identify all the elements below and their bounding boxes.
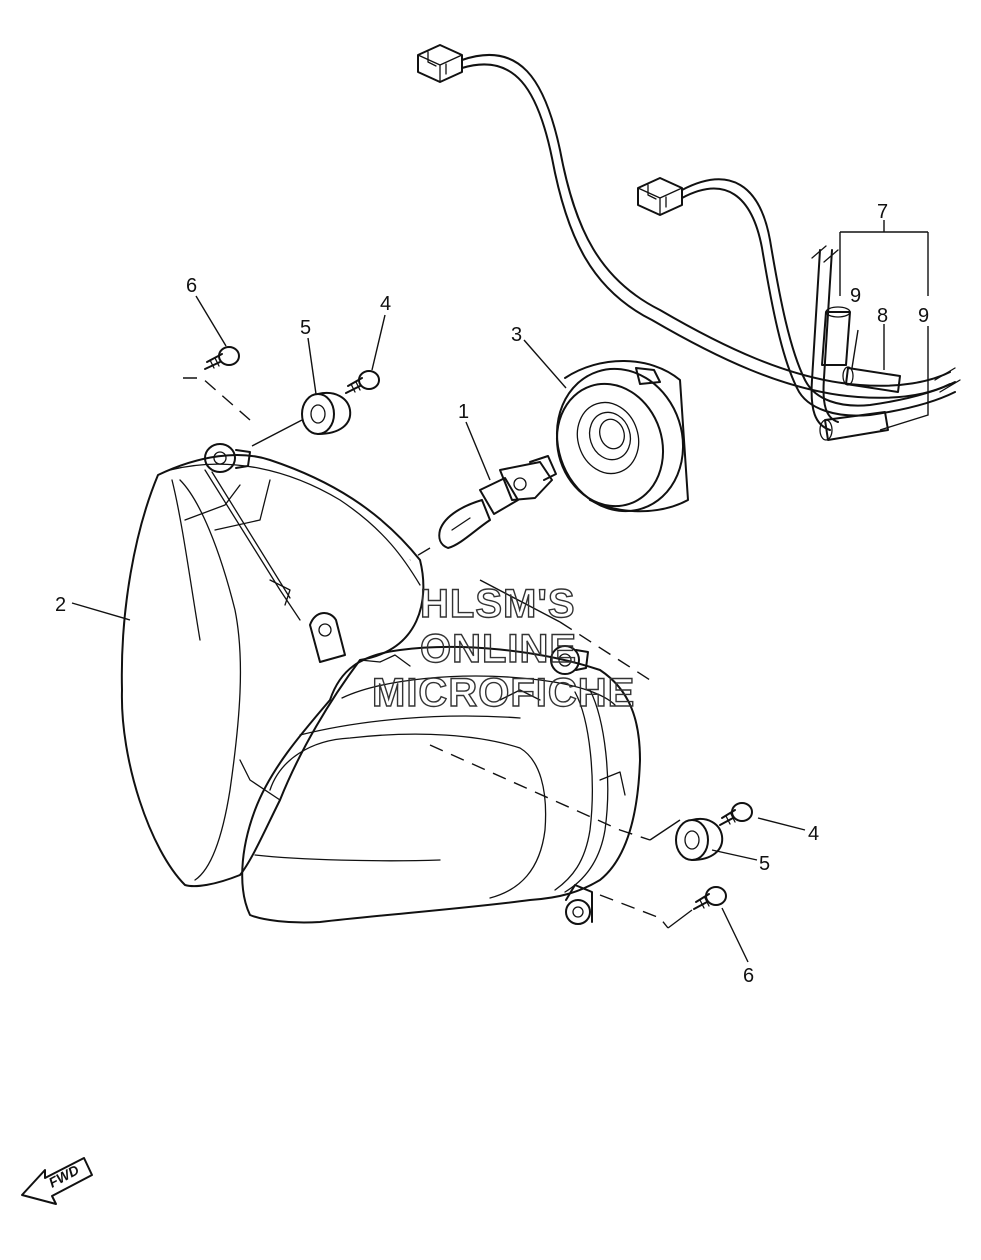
connector-lower (637, 177, 683, 216)
callout-2: 2 (55, 594, 66, 616)
watermark: HLSM'S ONLINE MICROFICHE (371, 581, 635, 715)
callout-7: 7 (877, 201, 888, 223)
callout-9-left: 9 (850, 285, 861, 307)
callout-3: 3 (511, 324, 522, 346)
connector-upper (417, 44, 463, 83)
watermark-line-2: ONLINE (420, 627, 577, 671)
fwd-arrow-icon: FWD (21, 1157, 93, 1205)
callout-9-right: 9 (918, 305, 929, 327)
headlight-housing-rear (120, 443, 425, 888)
watermark-line-3: MICROFICHE (372, 671, 635, 715)
callout-6-upper: 6 (186, 275, 197, 297)
terminal-sleeve-upper (821, 306, 851, 366)
callout-1: 1 (458, 401, 469, 423)
terminal-sleeve-middle (842, 366, 901, 393)
headlight-bulb (438, 455, 557, 549)
wiring-harness (417, 44, 961, 441)
bolt-4-upper (345, 370, 380, 394)
watermark-line-1: HLSM'S (420, 582, 576, 626)
callout-5-upper: 5 (300, 317, 311, 339)
bolt-4-lower (719, 802, 753, 826)
callout-5-lower: 5 (759, 853, 770, 875)
socket-cover (555, 360, 689, 513)
grommet-5-upper (301, 392, 352, 435)
callout-6-lower: 6 (743, 965, 754, 987)
callout-bracket-7 (839, 220, 929, 431)
terminal-sleeve-lower (819, 411, 889, 441)
callout-8: 8 (877, 305, 888, 327)
screw-6-lower (693, 886, 727, 910)
callout-4-upper: 4 (380, 293, 391, 315)
screw-6-upper (204, 346, 240, 370)
callout-4-lower: 4 (808, 823, 819, 845)
grommet-5-lower (675, 818, 724, 861)
headlight-housing-front (241, 645, 641, 925)
fwd-label: FWD (46, 1162, 82, 1191)
